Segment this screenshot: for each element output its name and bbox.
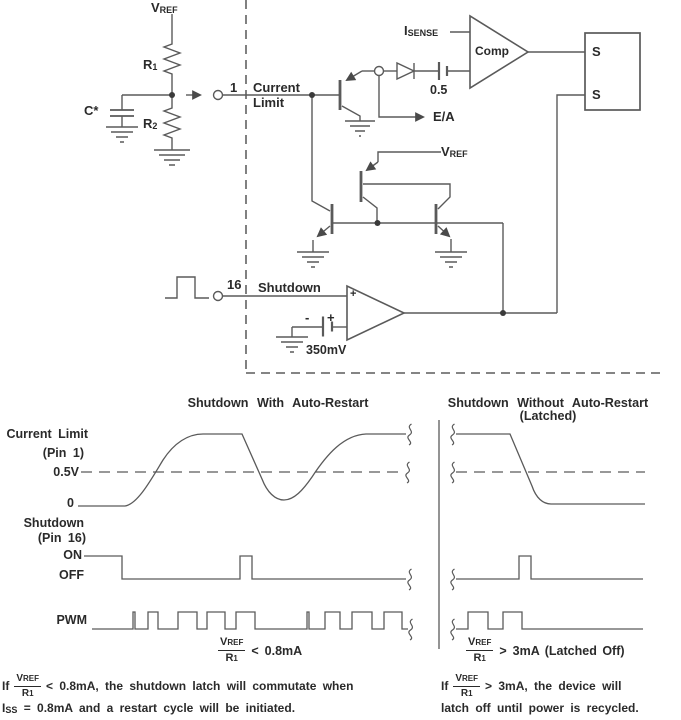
isense-label: ISENSE	[404, 23, 439, 38]
junction-dots	[169, 92, 506, 316]
vref-top-label: VREF	[151, 0, 178, 15]
row-label-zero: 0	[67, 496, 74, 510]
wave-pwm-right	[456, 611, 643, 630]
waveform-lines	[78, 420, 645, 649]
schematic-wires	[110, 14, 585, 337]
right-panel-title: Shutdown Without Auto-Restart	[447, 396, 649, 410]
ground-q1	[345, 120, 375, 137]
row-label-pin1: (Pin 1)	[42, 446, 84, 460]
right-note: If VREF R1 > 3mA, the device will latch …	[441, 673, 639, 716]
offset-value-label: 0.5	[430, 83, 448, 97]
shutdown-comparator	[346, 284, 406, 342]
row-label-pwm: PWM	[56, 613, 87, 627]
vref-r1-fraction: VREF R1	[218, 636, 246, 664]
ea-label: E/A	[433, 109, 455, 124]
row-label-threshold: 0.5V	[53, 465, 79, 479]
pin-1-number: 1	[230, 80, 238, 95]
capacitor-label: C*	[84, 103, 99, 118]
battery-plus-sign: +	[327, 310, 335, 325]
wave-shutdown-left	[84, 555, 406, 580]
capacitor-c	[110, 109, 134, 117]
resistor-r2	[162, 105, 182, 141]
wave-shutdown-right	[456, 555, 643, 580]
node-terminal	[373, 65, 385, 77]
ground-q3	[297, 251, 329, 268]
diode-triangle	[396, 61, 416, 81]
latch-s-bottom-label: S	[592, 87, 601, 102]
row-label-off: OFF	[59, 568, 84, 582]
vref-r1-fraction: VREF R1	[466, 636, 494, 664]
ground-c	[106, 126, 138, 143]
ground-symbols	[106, 120, 467, 353]
r1-label: R1	[143, 57, 158, 72]
wave-current-limit-right	[456, 433, 645, 505]
comparator-label: Comp	[475, 44, 509, 58]
row-label-current-limit: Current Limit	[6, 427, 88, 441]
left-note: If VREF R1 < 0.8mA, the shutdown latch w…	[2, 673, 354, 716]
pin-1-terminal	[212, 89, 224, 101]
ground-q4	[435, 251, 467, 268]
row-label-on: ON	[63, 548, 82, 562]
pin-16-terminal	[212, 290, 224, 302]
r2-label: R2	[143, 116, 158, 131]
wave-current-limit-left	[78, 433, 406, 507]
ground-battery	[276, 336, 308, 353]
left-panel-title: Shutdown With Auto-Restart	[187, 396, 369, 410]
ground-r2	[154, 149, 190, 166]
pin-1-name-line2: Limit	[253, 95, 285, 110]
wave-pwm-left	[92, 611, 408, 630]
right-condition-formula: VREF R1 > 3mA (Latched Off)	[466, 636, 625, 664]
shutdown-comp-plus-sign: +	[350, 288, 357, 300]
latch-s-top-label: S	[592, 44, 601, 59]
pin-16-number: 16	[227, 277, 242, 292]
right-panel-subtitle: (Latched)	[519, 409, 577, 423]
schematic-bodies	[212, 14, 641, 342]
vref-r1-fraction: VREF R1	[14, 673, 42, 699]
ic-boundary-dashed	[245, 0, 663, 374]
break-marks	[405, 423, 456, 641]
left-condition-formula: VREF R1 < 0.8mA	[218, 636, 303, 664]
row-label-pin16: (Pin 16)	[37, 531, 86, 545]
vref-r1-fraction: VREF R1	[453, 673, 481, 699]
latch-box	[584, 32, 641, 111]
vref-mid-label: VREF	[441, 144, 468, 159]
current-comparator	[469, 14, 530, 90]
row-label-shutdown: Shutdown	[23, 516, 84, 530]
resistor-r1	[162, 40, 182, 78]
battery-value-label: 350mV	[306, 343, 347, 357]
pin-16-name: Shutdown	[258, 280, 321, 295]
battery-minus-sign: -	[305, 310, 310, 325]
pulse-symbol	[165, 276, 209, 299]
pin-1-name-line1: Current	[253, 80, 300, 95]
